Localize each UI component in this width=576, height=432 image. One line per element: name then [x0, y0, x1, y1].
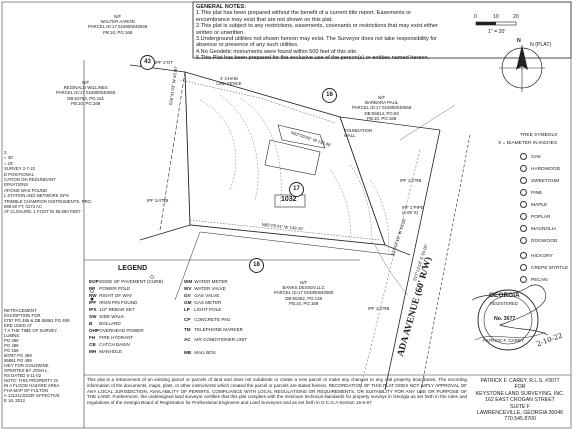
- surveyor-name: PATRICK F. CAREY, R.L.S. #3077: [480, 378, 560, 384]
- lot-18: 18: [249, 258, 264, 273]
- ipf-label-3: IPF 1"PIPE (4.09' S): [402, 205, 424, 215]
- legend-item: EOP EDGE OF PAVEMENT (CURB): [89, 279, 164, 284]
- seal-registered: REGISTERED: [490, 301, 518, 306]
- lot-16: 16: [322, 88, 337, 103]
- legend-item: AC AIR CONDITIONER UNIT: [184, 337, 248, 342]
- ipf-label-4: IPF 1/4"RB: [368, 306, 390, 311]
- scale-label: 1" = 20': [488, 29, 506, 35]
- note-line: written or unwritten.: [196, 29, 245, 36]
- legend-item: RW RIGHT OF WAY: [89, 293, 133, 298]
- tree-hickory: HICKORY: [520, 252, 553, 259]
- legend-item: OHP OVERHEAD POWER: [89, 328, 144, 333]
- surveyor-company: KEYSTONE LAND SURVEYING, INC.: [475, 390, 565, 397]
- legend-item: FH FIRE HYDRANT: [89, 335, 134, 340]
- tree-title: TREE SYMBOLS: [520, 133, 558, 138]
- tree-symbols: TREE SYMBOLS: [520, 133, 557, 139]
- left-notes: 3.= 30' = 15' SURVEY 2-7-22 D POSITIONAL…: [4, 150, 93, 215]
- foundation-label: FOUNDATION WALL: [344, 128, 373, 138]
- legend-item: MB MAIL BOX: [184, 350, 216, 355]
- surveyor-block: PATRICK F. CAREY, R.L.S. #3077 FOR KEYST…: [470, 378, 570, 423]
- tree-pecan: PECAN: [520, 276, 548, 283]
- legend-item: IPS 1/2" REBAR SET: [89, 307, 135, 312]
- scale-zero: 0: [474, 14, 477, 20]
- north-letter: N: [517, 38, 521, 44]
- general-notes: GENERAL NOTES: 1.This plat has been prep…: [196, 4, 496, 62]
- legend-item: IPF IRON PIN FOUND: [89, 300, 138, 305]
- tree-hardwood: HARDWOOD: [520, 165, 560, 172]
- note-line: 4.No Geodetic monuments were found withi…: [196, 48, 358, 55]
- tree-pine: PINE: [520, 189, 542, 196]
- legend-item: GV GAS VALVE: [184, 293, 220, 298]
- legend-item: B BOLLARD: [89, 321, 121, 326]
- ipf-label-2: IPF 1/2"RB: [400, 178, 422, 183]
- tree-maple: MAPLE: [520, 201, 547, 208]
- legend-item: WM WATER METER: [184, 279, 228, 284]
- surveyor-phone: 770.545.8700: [504, 416, 536, 423]
- note-line: 2.This plat is subject to any restrictio…: [196, 23, 438, 30]
- legend-item: SW SIDE WALK: [89, 314, 125, 319]
- tree-magnolia: MAGNOLIA: [520, 225, 556, 232]
- seal-number: No. 3077: [494, 316, 516, 322]
- note-line: 1.This plat has been prepared without th…: [196, 10, 412, 17]
- house-number: 1032: [281, 196, 297, 203]
- seal-state: GEORGIA: [489, 292, 520, 299]
- tree-subtitle: X = DIAMETER IN INCHES: [498, 141, 558, 146]
- legend-item: PP POWER POLE: [89, 286, 131, 291]
- legend-item: WV WATER VALVE: [184, 286, 226, 291]
- tree-poplar: POPLAR: [520, 213, 550, 220]
- scale-end: 20: [513, 14, 519, 20]
- seal-name: PATRICK F. CAREY: [483, 338, 525, 343]
- ipf-label-top: IPF 1"OT: [155, 60, 173, 65]
- note-line: absence or presence of any such utilitie…: [196, 42, 299, 49]
- legend-item: MH MANHOLE: [89, 349, 122, 354]
- chain-fence-label: 4' CHAIN LINK FENCE: [216, 76, 242, 86]
- legend-item: CP CONCRETE PAD: [184, 317, 231, 322]
- scale-mid: 10: [493, 14, 499, 20]
- tree-sweetgum: SWEETGUM: [520, 177, 559, 184]
- legend-item: CB CATCH BASIN: [89, 342, 130, 347]
- legend-item: LP LIGHT POLE: [184, 307, 222, 312]
- tree-dogwood: DOGWOOD: [520, 237, 557, 244]
- tree-oak: OAK: [520, 153, 541, 160]
- tree-crepe-myrtle: CREPE MYRTLE: [520, 264, 568, 271]
- legend-item: TM TELEPHONE MARKER: [184, 327, 243, 332]
- lot-17: 17: [289, 182, 304, 197]
- certification-text: This plat is a retracement of an existin…: [87, 377, 467, 406]
- ipf-label-1: IPF 1/4"RB: [147, 198, 169, 203]
- note-line: 5.This Plat has been prepared for the ex…: [196, 55, 430, 62]
- note-line: encumbrance may exist that are not shown…: [196, 16, 333, 23]
- lot-43: 43: [140, 55, 155, 70]
- north-label: N (PLAT): [530, 42, 552, 48]
- legend-title: LEGEND: [118, 265, 148, 272]
- note-line: 3.Underground utilities not shown hereon…: [196, 36, 437, 43]
- notes-title: GENERAL NOTES:: [196, 4, 246, 10]
- legend-item: GM GAS METER: [184, 300, 222, 305]
